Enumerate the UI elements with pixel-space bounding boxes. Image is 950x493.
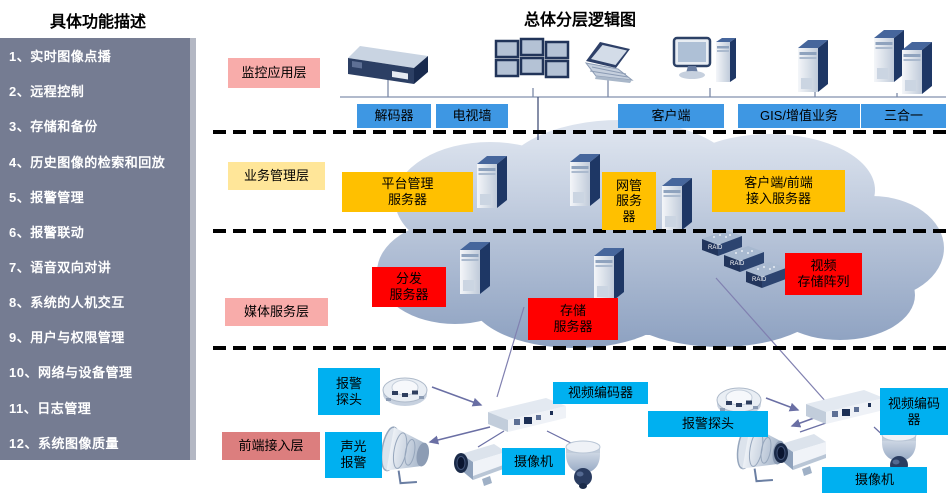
layer-divider (213, 130, 948, 134)
platform-server-label: 平台管理 服务器 (342, 172, 473, 212)
list-item: 7、语音双向对讲 (9, 260, 112, 276)
raid-array-icon: RAID (702, 230, 742, 256)
app-layer-label: 监控应用层 (228, 58, 320, 88)
dispatch-server-icon (460, 242, 490, 294)
video-encoder-right-label: 视频编码 器 (880, 388, 948, 435)
raid-label: RAID (752, 277, 767, 283)
sound-light-alarm-label: 声光 报警 (325, 432, 382, 478)
client-label: 客户端 (618, 104, 724, 128)
desktop-pc-icon (672, 36, 738, 84)
alarm-probe-left-label: 报警 探头 (318, 368, 380, 415)
box-camera-icon (453, 443, 507, 487)
camera-right-label: 摄像机 (822, 467, 927, 493)
rack-decoder-icon (348, 46, 428, 84)
list-item: 4、历史图像的检索和回放 (9, 154, 166, 170)
camera-left-label: 摄像机 (502, 448, 565, 475)
raid-array-icon: RAID (724, 246, 764, 272)
business-layer-label: 业务管理层 (228, 162, 325, 190)
list-item: 1、实时图像点播 (9, 49, 112, 65)
list-item: 3、存储和备份 (9, 119, 98, 135)
raid-label: RAID (730, 261, 745, 267)
box-camera-icon (773, 433, 827, 477)
list-item: 6、报警联动 (9, 224, 85, 240)
video-encoder-left-label: 视频编码器 (553, 382, 648, 404)
raid-array-icon: RAID (746, 262, 786, 288)
dispatch-server-label: 分发 服务器 (372, 267, 446, 307)
nms-server-icon (570, 154, 600, 206)
storage-server-label: 存储 服务器 (528, 298, 618, 340)
video-encoder-icon (806, 390, 884, 424)
list-item: 8、系统的人机交互 (9, 295, 125, 311)
list-item: 11、日志管理 (9, 400, 92, 416)
list-item: 12、系统图像质量 (9, 435, 119, 451)
list-item: 10、网络与设备管理 (9, 365, 133, 381)
front-layer-label: 前端接入层 (222, 432, 320, 460)
list-item: 5、报警管理 (9, 189, 85, 205)
list-item: 9、用户与权限管理 (9, 330, 125, 346)
sound-light-siren-icon (375, 424, 434, 489)
decoder-label: 解码器 (357, 104, 431, 128)
laptop-icon (585, 41, 633, 84)
tower-server-icon (798, 40, 828, 92)
layer-divider (213, 346, 948, 350)
media-layer-label: 媒体服务层 (225, 298, 328, 326)
sidebar-title: 具体功能描述 (49, 14, 146, 31)
alarm-probe-right-label: 报警探头 (648, 411, 768, 437)
diagram-title: 总体分层逻辑图 (523, 12, 636, 29)
gis-label: GIS/增值业务 (738, 104, 860, 128)
nms-server-label: 网管 服务 器 (602, 172, 656, 230)
alarm-probe-icon (382, 377, 428, 407)
access-server-icon (662, 178, 692, 230)
storage-array-label: 视频 存储阵列 (785, 253, 862, 295)
platform-server-icon (477, 156, 507, 208)
tower-server-icon (874, 30, 904, 82)
function-list-panel: 1、实时图像点播 2、远程控制 3、存储和备份 4、历史图像的检索和回放 5、报… (0, 38, 196, 460)
layer-divider (213, 229, 948, 233)
raid-label: RAID (708, 245, 723, 251)
access-server-label: 客户端/前端 接入服务器 (712, 170, 845, 212)
network-cloud-icon (377, 120, 944, 348)
three-in-one-label: 三合一 (861, 104, 946, 128)
dome-camera-icon (565, 440, 601, 490)
storage-server-icon (594, 248, 624, 300)
tower-server-icon (902, 42, 932, 94)
tv-wall-label: 电视墙 (436, 104, 508, 128)
tv-wall-icon (494, 37, 570, 79)
list-item: 2、远程控制 (9, 84, 85, 100)
